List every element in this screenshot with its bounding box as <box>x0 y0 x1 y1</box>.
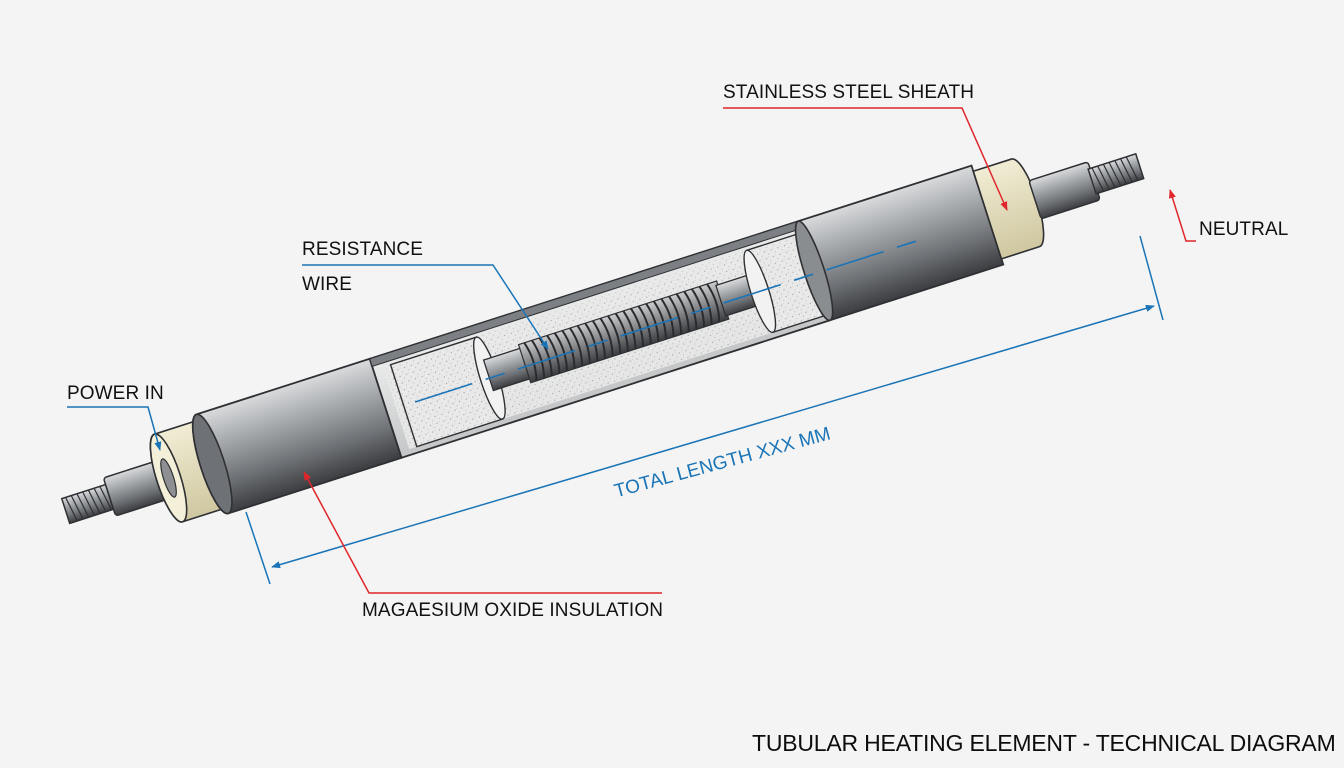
left-thread-stud <box>60 483 115 525</box>
label-insulation: MAGAESIUM OXIDE INSULATION <box>362 600 664 621</box>
label-power-in: POWER IN <box>67 383 164 404</box>
label-resistance-wire-line2: WIRE <box>302 274 353 295</box>
label-stainless-steel-sheath: STAINLESS STEEL SHEATH <box>723 82 975 103</box>
resistance-wire-leader <box>302 264 549 350</box>
tube-body <box>60 152 1145 525</box>
sheath-leader <box>723 107 1008 211</box>
label-neutral: NEUTRAL <box>1199 219 1289 240</box>
diagram-title: TUBULAR HEATING ELEMENT - TECHNICAL DIAG… <box>752 730 1336 756</box>
right-thread-lines <box>1091 156 1139 192</box>
left-thread-lines <box>65 486 113 522</box>
length-dimension <box>245 235 1164 585</box>
insulation-leader <box>303 471 662 594</box>
length-dimension-line <box>271 304 1155 569</box>
neutral-leader <box>1168 189 1196 242</box>
power-in-leader <box>67 406 162 451</box>
label-resistance-wire-line1: RESISTANCE <box>302 239 424 260</box>
